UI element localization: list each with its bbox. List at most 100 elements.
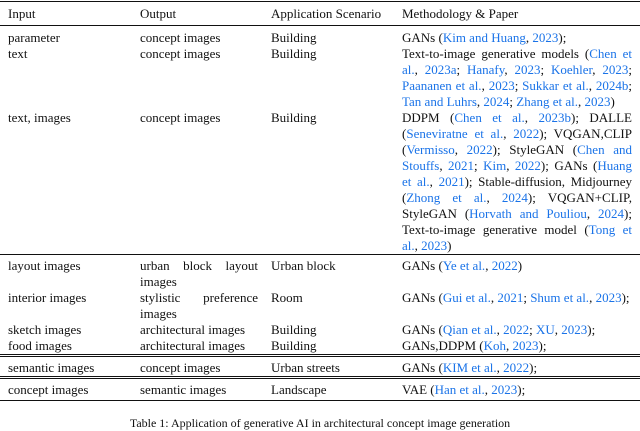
cell-output: concept images	[140, 30, 221, 45]
cell-input: sketch images	[8, 322, 82, 337]
method-text: ,	[506, 338, 513, 353]
citation-link[interactable]: 2023	[595, 290, 622, 305]
method-text: ,	[485, 258, 492, 273]
method-text: ); GANs (	[540, 158, 598, 173]
citation-link[interactable]: Kim	[483, 158, 507, 173]
cell-output: concept images	[140, 46, 221, 61]
method-text: ;	[540, 62, 551, 77]
cell-methodology: GANs,DDPM (Koh, 2023);	[402, 338, 640, 356]
citation-link[interactable]: 2023	[532, 30, 559, 45]
method-text: );	[517, 382, 526, 397]
cell-input: parameter	[8, 30, 60, 45]
citation-link[interactable]: 2023	[602, 62, 629, 77]
citation-link[interactable]: Chen and Stouffs	[402, 142, 632, 173]
cell-scenario: Building	[271, 46, 317, 61]
citation-link[interactable]: Huang et al.	[402, 158, 632, 189]
citation-link[interactable]: Gui et al.	[442, 290, 491, 305]
method-text: DDPM (	[402, 110, 455, 125]
cell-methodology: GANs (Ye et al., 2022)	[402, 254, 640, 290]
method-text: ;	[523, 290, 531, 305]
citation-link[interactable]: 2021	[438, 174, 465, 189]
citation-link[interactable]: 2023	[491, 382, 518, 397]
cell-output: urban block layout images	[140, 254, 271, 290]
citation-link[interactable]: 2024b	[595, 78, 629, 93]
citation-link[interactable]: 2022	[466, 142, 493, 157]
method-text: ,	[481, 78, 489, 93]
citation-link[interactable]: Ye et al.	[442, 258, 486, 273]
citation-link[interactable]: Qian et al.	[442, 322, 497, 337]
citation-link[interactable]: 2023	[561, 322, 588, 337]
method-text: GANs (	[402, 30, 443, 45]
method-text: );	[587, 322, 596, 337]
method-text: ,	[504, 62, 515, 77]
citation-link[interactable]: Seneviratne et al.	[406, 126, 504, 141]
citation-link[interactable]: Hanafy	[466, 62, 505, 77]
citation-link[interactable]: 2024	[598, 206, 625, 221]
cell-methodology: GANs (Kim and Huang, 2023);	[402, 26, 640, 47]
citation-link[interactable]: Koh	[483, 338, 507, 353]
citation-link[interactable]: Paananen et al.	[402, 78, 482, 93]
method-text: ); VQGAN,CLIP (	[402, 126, 632, 157]
citation-link[interactable]: 2023	[488, 78, 515, 93]
citation-link[interactable]: 2021	[497, 290, 524, 305]
method-text: ,	[496, 322, 504, 337]
citation-link[interactable]: Sukkar et al.	[522, 78, 589, 93]
citation-link[interactable]: 2023b	[538, 110, 571, 125]
header-input: Input	[0, 1, 140, 26]
citation-link[interactable]: Shum et al.	[530, 290, 590, 305]
citation-link[interactable]: 2022	[514, 158, 541, 173]
citation-link[interactable]: 2023	[421, 238, 448, 253]
citation-link[interactable]: 2022	[503, 322, 530, 337]
cell-methodology: Text-to-image generative models (Chen et…	[402, 46, 640, 110]
header-output: Output	[140, 1, 271, 26]
citation-link[interactable]: Zhong et al.	[406, 190, 487, 205]
citation-link[interactable]: KIM et al.	[442, 360, 497, 375]
citation-link[interactable]: 2022	[513, 126, 540, 141]
citation-link[interactable]: Han et al.	[434, 382, 485, 397]
citation-link[interactable]: Horvath and Pouliou	[469, 206, 587, 221]
citation-link[interactable]: Tan and Luhrs	[402, 94, 477, 109]
citation-link[interactable]: 2024	[501, 190, 528, 205]
citation-link[interactable]: 2023a	[424, 62, 457, 77]
header-scenario: Application Scenario	[271, 1, 402, 26]
method-text: ,	[592, 62, 603, 77]
method-text: );	[558, 30, 567, 45]
citation-link[interactable]: Chen et al.	[454, 110, 525, 125]
citation-link[interactable]: 2023	[514, 62, 541, 77]
citation-link[interactable]: Chen et al.	[402, 46, 632, 77]
method-text: ,	[414, 62, 425, 77]
cell-methodology: DDPM (Chen et al., 2023b); DALLE (Senevi…	[402, 110, 640, 255]
citation-link[interactable]: 2021	[448, 158, 475, 173]
method-text: ); DALLE (	[402, 110, 632, 141]
cell-input: food images	[8, 338, 72, 353]
method-text: ,	[525, 30, 533, 45]
cell-methodology: VAE (Han et al., 2023);	[402, 376, 640, 401]
citation-link[interactable]: 2023	[512, 338, 539, 353]
method-text: ); VQGAN+CLIP, StyleGAN (	[402, 190, 632, 221]
method-text: ,	[588, 78, 596, 93]
citation-link[interactable]: Zhang et al.	[516, 94, 579, 109]
method-text: ;	[514, 78, 523, 93]
citation-link[interactable]: 2024	[483, 94, 510, 109]
citation-link[interactable]: Koehler	[550, 62, 593, 77]
method-text: ,	[454, 142, 467, 157]
citation-link[interactable]: Kim and Huang	[442, 30, 526, 45]
citation-link[interactable]: Tong et al.	[402, 222, 633, 253]
cell-input: interior images	[8, 290, 87, 305]
citation-link[interactable]: Vermisso	[406, 142, 455, 157]
method-text: ,	[578, 94, 585, 109]
method-text: ;	[529, 322, 536, 337]
citation-link[interactable]: 2022	[491, 258, 518, 273]
citation-link[interactable]: 2023	[584, 94, 611, 109]
citation-link[interactable]: XU	[535, 322, 555, 337]
citation-link[interactable]: 2022	[503, 360, 530, 375]
method-text: )	[447, 238, 452, 253]
